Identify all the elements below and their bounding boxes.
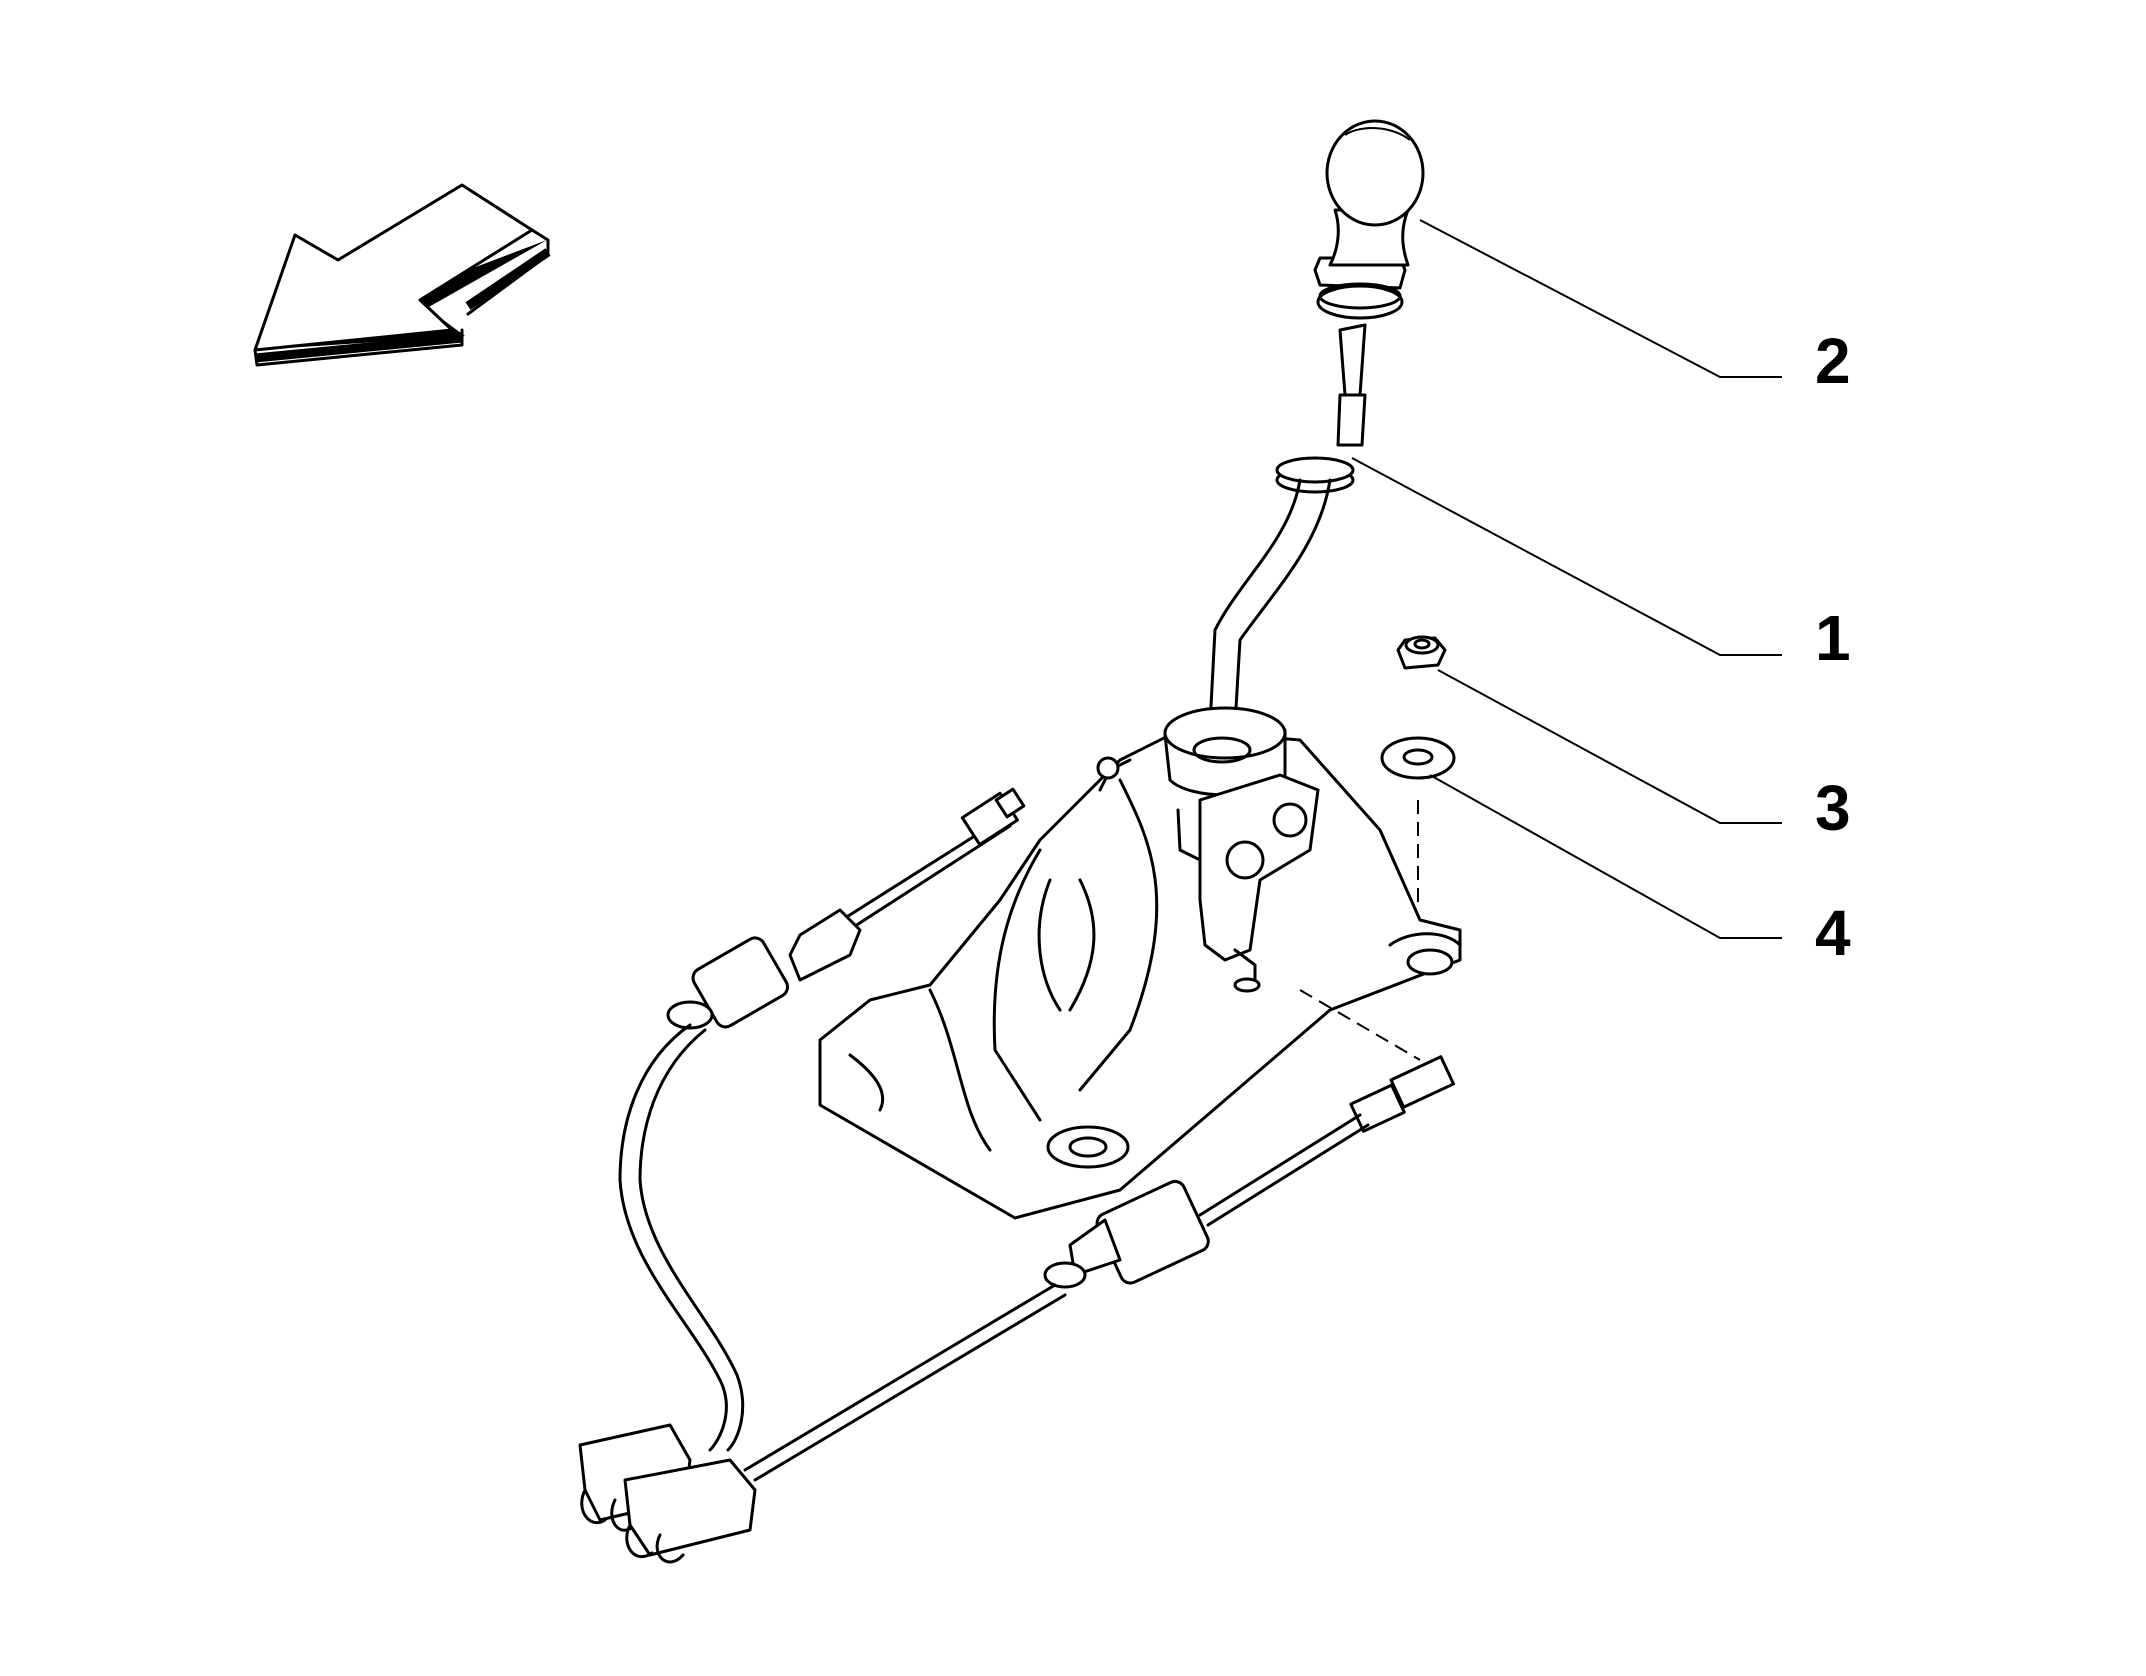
direction-arrow-icon [253, 183, 551, 367]
callout-4: 4 [1815, 897, 1851, 969]
nut[interactable] [1396, 635, 1447, 670]
callout-2: 2 [1815, 325, 1851, 397]
shift-cable-right [623, 1055, 1456, 1564]
callout-3: 3 [1815, 772, 1851, 844]
callout-1: 1 [1815, 602, 1851, 674]
washer[interactable] [1299, 736, 1456, 1061]
shifter-housing [818, 706, 1462, 1220]
shift-cable-left [578, 787, 1026, 1532]
gear-knob[interactable] [1313, 119, 1425, 320]
gear-lever[interactable] [1208, 323, 1367, 727]
leader-lines [1351, 219, 1782, 939]
